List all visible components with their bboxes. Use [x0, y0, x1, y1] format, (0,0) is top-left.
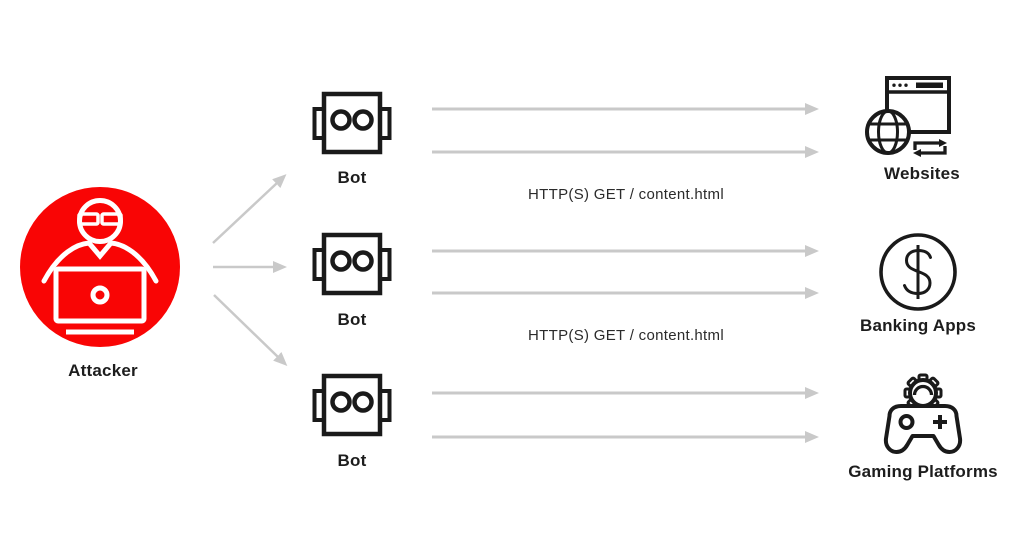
attacker-icon [20, 187, 180, 347]
browser-dot [904, 83, 908, 87]
banking-apps-label: Banking Apps [859, 316, 977, 335]
sync-arrow-left-head [913, 149, 921, 157]
laptop-logo [90, 285, 110, 305]
hacker-glasses-left [77, 212, 100, 226]
attacker-to-bot-1-arrow [212, 174, 287, 244]
robot-head-icon [312, 232, 392, 296]
gamepad-gear-icon [883, 373, 963, 454]
gamepad-button-circle [898, 414, 915, 430]
browser-dot [892, 83, 896, 87]
http-request-label-2: HTTP(S) GET / content.html [528, 327, 724, 344]
gamepad-body [883, 404, 963, 454]
hacker-shoulders [41, 240, 159, 284]
attacker-to-bot-3-arrow [213, 294, 288, 367]
browser-address-bar [916, 82, 943, 88]
gear-icon [903, 373, 943, 413]
bot-2-label: Bot [337, 310, 367, 329]
dollar-s-curve [903, 248, 932, 296]
browser-globe-sync-icon [865, 76, 951, 157]
sync-arrow-left [921, 146, 947, 155]
bot-eye-left [330, 109, 352, 131]
bot-3-label: Bot [337, 451, 367, 470]
websites-label: Websites [884, 164, 960, 183]
bot-eye-left [330, 391, 352, 413]
dollar-circle-icon [879, 233, 957, 311]
bot-eye-right [352, 250, 374, 272]
sync-arrow-right-head [939, 139, 947, 147]
robot-head-icon [312, 373, 392, 437]
globe [865, 109, 911, 155]
sync-arrow-right [913, 141, 939, 150]
browser-dot [898, 83, 902, 87]
hacker-glasses-right [100, 212, 123, 226]
http-request-label-1: HTTP(S) GET / content.html [528, 186, 724, 203]
attacker-label: Attacker [68, 361, 138, 380]
bot-1-label: Bot [337, 168, 367, 187]
bot-eye-right [352, 109, 374, 131]
robot-head-icon [312, 91, 392, 155]
bot-eye-left [330, 250, 352, 272]
laptop-lid [53, 266, 147, 324]
gaming-platforms-label: Gaming Platforms [848, 462, 998, 481]
bot-eye-right [352, 391, 374, 413]
globe-meridian [877, 109, 899, 155]
